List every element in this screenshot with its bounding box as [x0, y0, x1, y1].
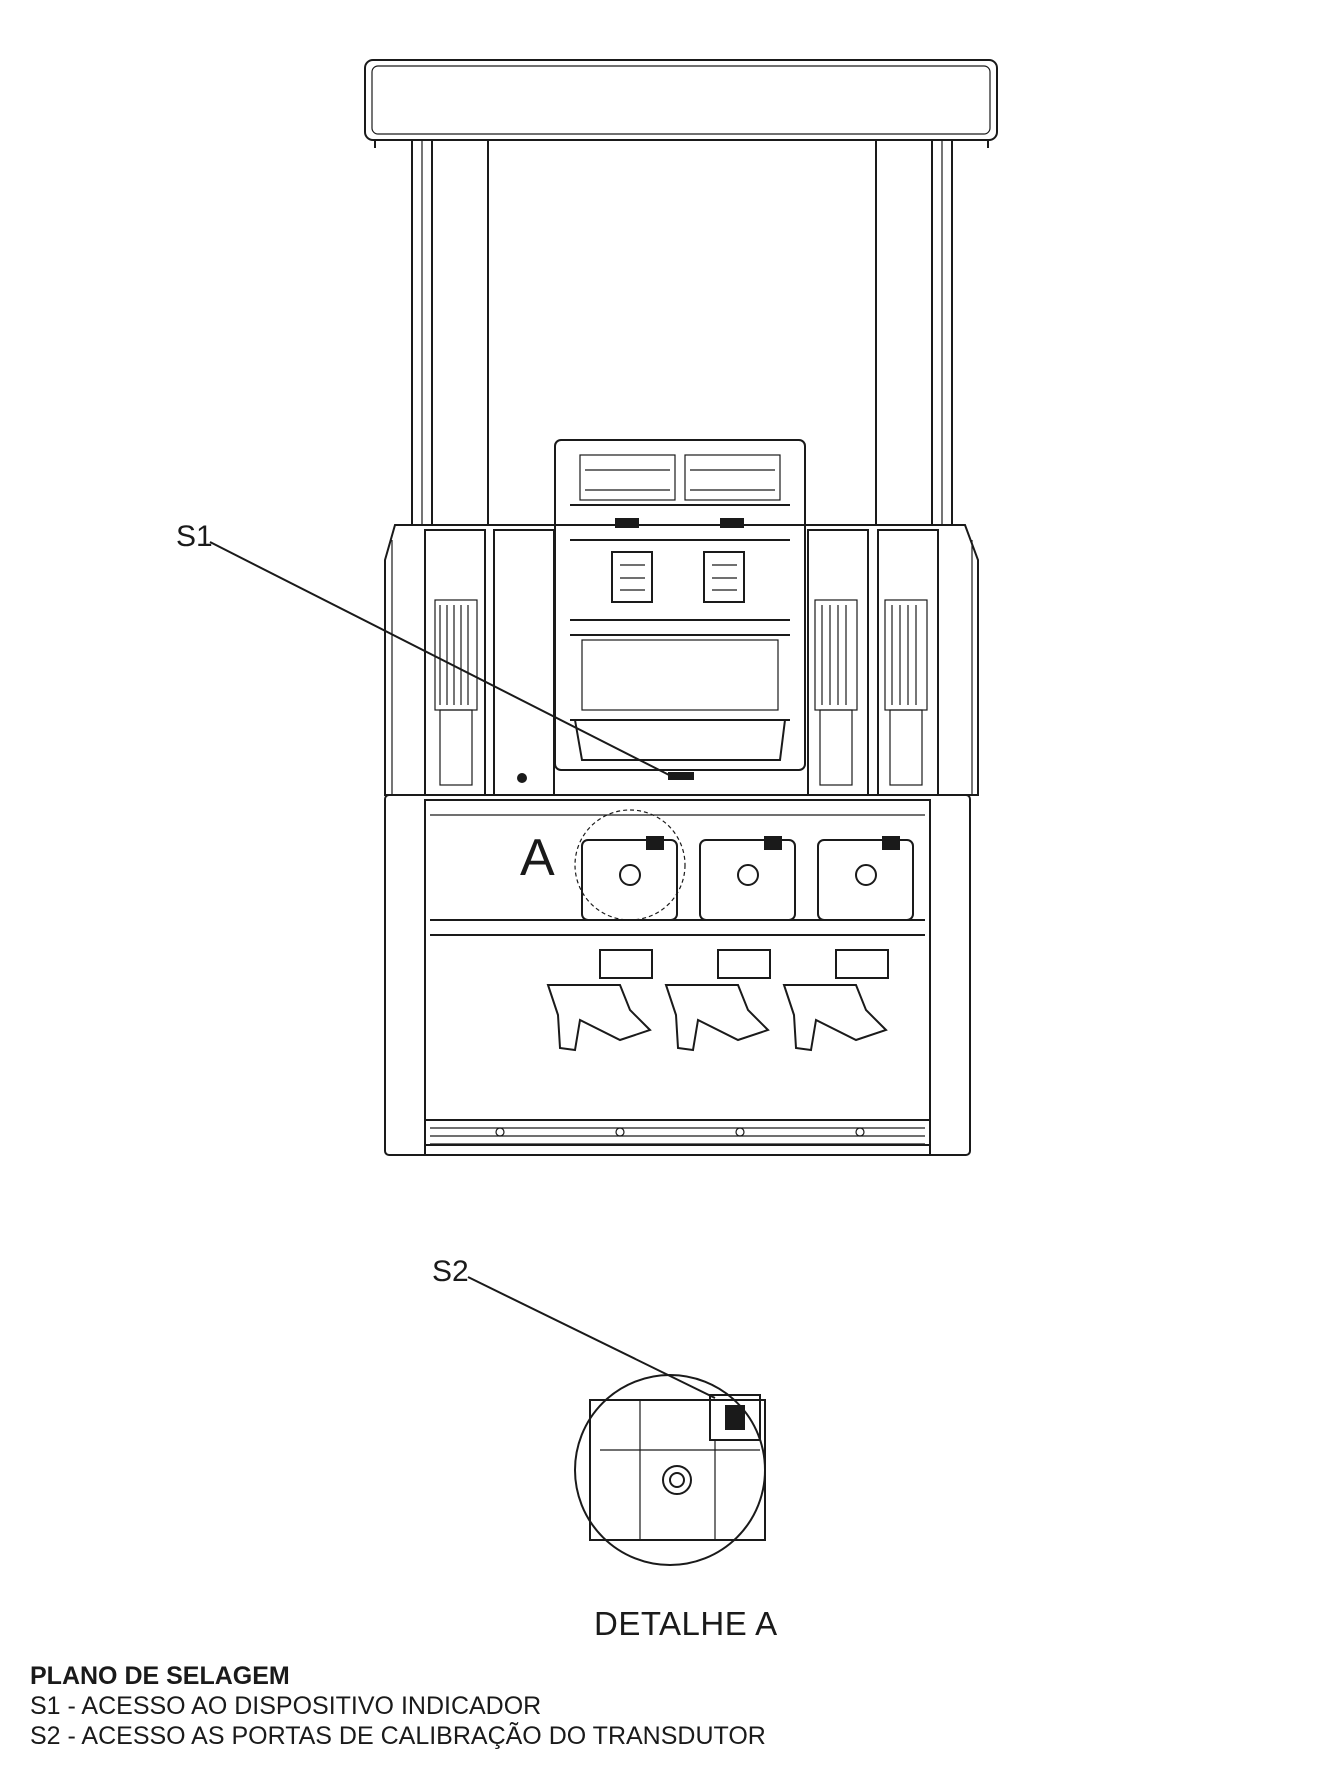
detail-marker: A — [520, 829, 555, 887]
legend-item: S2 - ACESSO AS PORTAS DE CALIBRAÇÃO DO T… — [30, 1722, 766, 1750]
meters — [574, 809, 914, 921]
detail-caption: DETALHE A — [594, 1605, 778, 1642]
detail-a-view — [574, 1374, 766, 1566]
legend: PLANO DE SELAGEM S1 - ACESSO AO DISPOSIT… — [30, 1661, 766, 1751]
legend-title: PLANO DE SELAGEM — [30, 1662, 290, 1690]
label-s1: S1 — [176, 520, 213, 553]
label-s2: S2 — [432, 1255, 469, 1288]
leader-lines — [209, 541, 716, 1399]
canopy — [364, 59, 998, 148]
nozzles — [546, 949, 889, 1052]
legend-item: S1 - ACESSO AO DISPOSITIVO INDICADOR — [30, 1692, 542, 1720]
upper-body — [384, 524, 979, 796]
columns — [411, 139, 953, 526]
display-head — [554, 439, 806, 780]
